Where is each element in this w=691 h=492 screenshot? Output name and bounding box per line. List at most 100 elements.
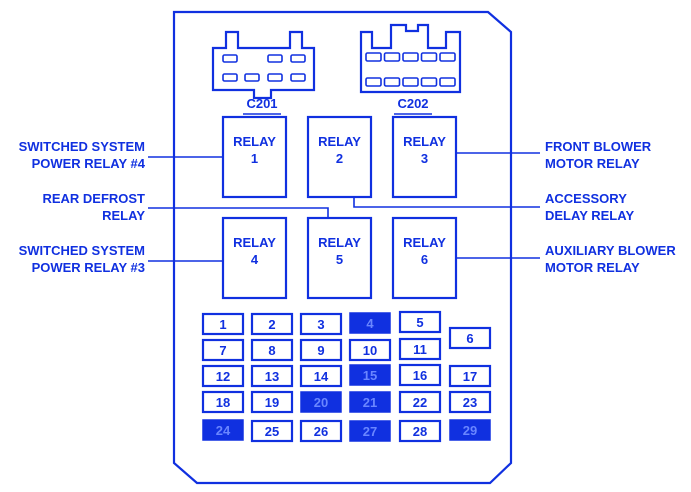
relay-2-body: [306, 115, 373, 199]
fuse-number: 17: [463, 369, 477, 384]
fuse-number: 27: [363, 424, 377, 439]
fuse-body: [398, 363, 442, 387]
fuse-number: 21: [363, 395, 377, 410]
fuse-26: 26: [299, 419, 343, 443]
connector-c201-housing: [211, 30, 316, 100]
relay-1-number: 1: [251, 151, 258, 166]
fuse-number: 9: [317, 343, 324, 358]
fuse-body: [398, 310, 442, 334]
callout-text: RELAY: [102, 208, 145, 223]
connector-pin: [420, 77, 438, 87]
fuse-body: [299, 338, 343, 362]
fuse-14: 14: [299, 364, 343, 388]
leader-rear-defrost-relay: [148, 207, 329, 218]
fuse-number: 19: [265, 395, 279, 410]
connector-pin: [244, 73, 260, 82]
fuse-number: 18: [216, 395, 230, 410]
fuse-19: 19: [250, 390, 294, 414]
callout-auxiliary-blower-motor-relay: AUXILIARY BLOWER MOTOR RELAY: [545, 243, 676, 275]
connector-pin: [402, 52, 419, 62]
fuse-number: 4: [366, 316, 374, 331]
fuse-11: 11: [398, 337, 442, 361]
fuse-23: 23: [448, 390, 492, 414]
fuse-body: [201, 364, 245, 388]
fuse-1: 1: [201, 312, 245, 336]
fuse-20: 20: [300, 391, 342, 413]
fuse-number: 13: [265, 369, 279, 384]
fuse-number: 3: [317, 317, 324, 332]
fuse-body: [250, 419, 294, 443]
fuse-body: [398, 419, 442, 443]
fuse-number: 23: [463, 395, 477, 410]
fuse-number: 29: [463, 423, 477, 438]
fuse-10: 10: [348, 338, 392, 362]
fuse-body: [250, 338, 294, 362]
callout-text: SWITCHED SYSTEM: [19, 139, 145, 154]
connector-c201: C201: [211, 30, 316, 115]
fuse-29: 29: [449, 419, 491, 441]
fuse-9: 9: [299, 338, 343, 362]
relay-6-label: RELAY: [403, 235, 446, 250]
fuse-12: 12: [201, 364, 245, 388]
fuse-15: 15: [349, 364, 391, 386]
fuse-body: [250, 364, 294, 388]
fuse-number: 15: [363, 368, 377, 383]
fuse-body: [348, 338, 392, 362]
fuse-22: 22: [398, 390, 442, 414]
fuse-25: 25: [250, 419, 294, 443]
fuse-number: 25: [265, 424, 279, 439]
fuse-number: 2: [268, 317, 275, 332]
fuse-number: 6: [466, 331, 473, 346]
connector-pin: [420, 52, 438, 62]
fuse-number: 22: [413, 395, 427, 410]
fuse-body: [250, 312, 294, 336]
relay-4-body: [221, 216, 288, 300]
relay-5-number: 5: [336, 252, 343, 267]
fuse-body: [398, 390, 442, 414]
connector-c202-pins: [365, 52, 456, 87]
connector-pin: [365, 52, 382, 62]
relay-4-number: 4: [251, 252, 259, 267]
callout-text: REAR DEFROST: [42, 191, 145, 206]
callout-text: AUXILIARY BLOWER: [545, 243, 676, 258]
connector-pin: [290, 54, 306, 63]
connector-pin: [267, 54, 283, 63]
fuse-21: 21: [349, 391, 391, 413]
connector-c202-label: C202: [397, 96, 428, 111]
fuse-body: [398, 337, 442, 361]
relay-3-number: 3: [421, 151, 428, 166]
fuse-number: 1: [219, 317, 226, 332]
relay-5-body: [306, 216, 373, 300]
relay-3-label: RELAY: [403, 134, 446, 149]
fuse-number: 5: [416, 315, 423, 330]
callout-text: DELAY RELAY: [545, 208, 634, 223]
fuse-7: 7: [201, 338, 245, 362]
fuse-body: [448, 326, 492, 350]
connector-pin: [402, 77, 419, 87]
fuse-13: 13: [250, 364, 294, 388]
fuse-5: 5: [398, 310, 442, 334]
fuse-number: 14: [314, 369, 329, 384]
callout-rear-defrost-relay: REAR DEFROST RELAY: [42, 191, 145, 223]
relay-4-label: RELAY: [233, 235, 276, 250]
connector-c201-pins: [222, 54, 306, 82]
fuse-body: [250, 390, 294, 414]
callout-text: MOTOR RELAY: [545, 260, 640, 275]
fuse-number: 10: [363, 343, 377, 358]
connector-pin: [383, 77, 401, 87]
fuse-body: [448, 390, 492, 414]
leader-accessory-delay-relay: [353, 197, 540, 208]
fuse-number: 26: [314, 424, 328, 439]
fuse-number: 20: [314, 395, 328, 410]
fuse-body: [300, 391, 342, 413]
fuse-3: 3: [299, 312, 343, 336]
relay-3-body: [391, 115, 458, 199]
fuse-6: 6: [448, 326, 492, 350]
